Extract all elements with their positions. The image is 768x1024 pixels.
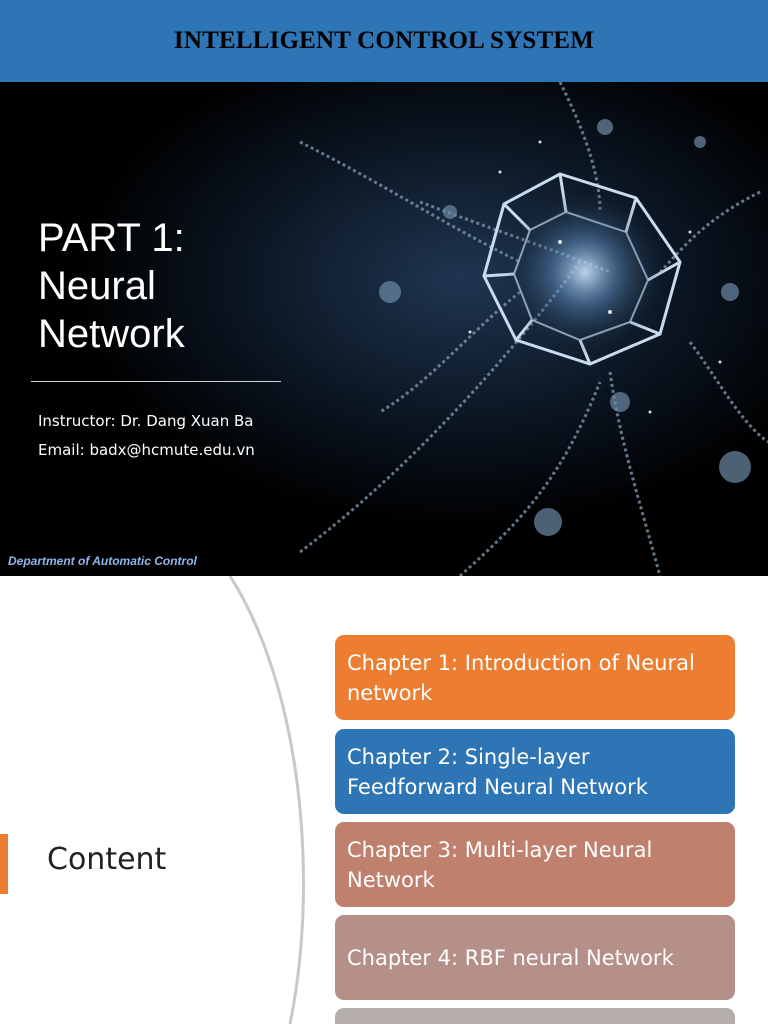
- subject-line-1: Neural: [38, 264, 156, 308]
- instructor-text: Instructor: Dr. Dang Xuan Ba: [38, 412, 254, 430]
- chapter-1-label: Chapter 1: Introduction of Neural networ…: [347, 650, 695, 705]
- department-label: Department of Automatic Control: [8, 554, 197, 568]
- email-text: Email: badx@hcmute.edu.vn: [38, 441, 255, 459]
- chapter-2-label: Chapter 2: Single-layer Feedforward Neur…: [347, 744, 648, 799]
- chapter-4-label: Chapter 4: RBF neural Network: [347, 945, 674, 970]
- subject-line-2: Network: [38, 312, 185, 356]
- title-divider: [31, 381, 281, 382]
- decorative-curve: [228, 576, 305, 1024]
- chapter-1-box[interactable]: Chapter 1: Introduction of Neural networ…: [335, 635, 735, 720]
- chapter-3-box[interactable]: Chapter 3: Multi-layer Neural Network: [335, 822, 735, 907]
- content-title: Content: [47, 842, 167, 877]
- chapter-4-box[interactable]: Chapter 4: RBF neural Network: [335, 915, 735, 1000]
- part-title: PART 1: Neural Network: [38, 214, 185, 358]
- accent-bar: [0, 834, 8, 894]
- chapter-3-label: Chapter 3: Multi-layer Neural Network: [347, 837, 653, 892]
- course-title: INTELLIGENT CONTROL SYSTEM: [173, 27, 595, 54]
- title-slide: PART 1: Neural Network Instructor: Dr. D…: [0, 82, 768, 576]
- content-slide: Content Chapter 1: Introduction of Neura…: [0, 576, 768, 1024]
- chapter-5-box[interactable]: [335, 1008, 735, 1024]
- neural-network-illustration: [0, 82, 768, 576]
- header-banner: INTELLIGENT CONTROL SYSTEM: [0, 0, 768, 82]
- chapter-2-box[interactable]: Chapter 2: Single-layer Feedforward Neur…: [335, 729, 735, 814]
- part-label: PART 1:: [38, 216, 185, 260]
